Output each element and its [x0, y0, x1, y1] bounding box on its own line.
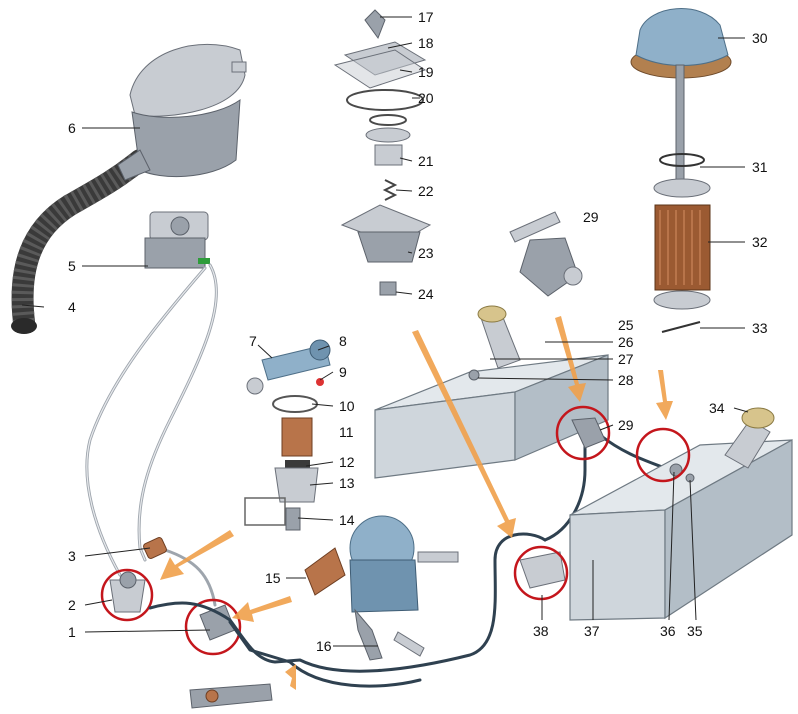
callout-35: 35 — [687, 623, 703, 639]
callout-18: 18 — [418, 35, 434, 51]
callout-9: 9 — [339, 364, 347, 380]
fuel-tap — [509, 211, 583, 297]
filter-cartridge-exploded — [630, 8, 732, 333]
callout-16: 16 — [316, 638, 332, 654]
highlight-circle — [184, 598, 242, 656]
callout-30: 30 — [752, 30, 768, 46]
callout-13: 13 — [339, 475, 355, 491]
callout-36: 36 — [660, 623, 676, 639]
callout-7: 7 — [249, 333, 257, 349]
callout-17: 17 — [418, 9, 434, 25]
callout-8: 8 — [339, 333, 347, 349]
tap-installed — [555, 405, 611, 461]
fine-fuel-filter — [100, 568, 154, 622]
sediment-filter-exploded — [333, 9, 432, 296]
callout-14: 14 — [339, 512, 355, 528]
callout-32: 32 — [752, 234, 768, 250]
highlight-circle — [100, 568, 154, 622]
callout-21: 21 — [418, 153, 434, 169]
callout-23: 23 — [418, 245, 434, 261]
callout-24: 24 — [418, 286, 434, 302]
callout-29: 29 — [618, 417, 634, 433]
pump-parts-stack — [244, 339, 331, 531]
fuel-pump — [304, 515, 459, 661]
tank-fitting-installed — [635, 427, 691, 483]
callout-37: 37 — [584, 623, 600, 639]
callout-labels: 1 2 3 4 5 6 7 8 9 10 11 12 13 14 15 16 1… — [68, 9, 768, 654]
callout-2: 2 — [68, 597, 76, 613]
callout-4: 4 — [68, 299, 76, 315]
highlight-circle — [555, 405, 611, 461]
callout-38: 38 — [533, 623, 549, 639]
callout-26: 26 — [618, 334, 634, 350]
supply-hoses — [85, 263, 218, 607]
highlight-circle — [635, 427, 691, 483]
tee-valve — [184, 598, 242, 656]
fuel-tank-right — [569, 407, 793, 621]
callout-3: 3 — [68, 548, 76, 564]
callout-28: 28 — [618, 372, 634, 388]
callout-6: 6 — [68, 120, 76, 136]
callout-5: 5 — [68, 258, 76, 274]
callout-33: 33 — [752, 320, 768, 336]
callout-15: 15 — [265, 570, 281, 586]
callout-29-tap: 29 — [583, 209, 599, 225]
fuel-tank-left — [374, 305, 609, 479]
callout-22: 22 — [418, 183, 434, 199]
leader-lines — [21, 16, 749, 647]
callout-10: 10 — [339, 398, 355, 414]
callout-12: 12 — [339, 454, 355, 470]
callout-34: 34 — [709, 400, 725, 416]
sediment-filter-installed — [513, 545, 569, 601]
callout-25: 25 — [618, 317, 634, 333]
callout-27: 27 — [618, 351, 634, 367]
carburettor — [144, 211, 210, 269]
callout-20: 20 — [418, 90, 434, 106]
highlight-circle — [513, 545, 569, 601]
air-filter-housing — [11, 43, 247, 334]
callout-11: 11 — [339, 424, 354, 440]
callout-1: 1 — [68, 624, 76, 640]
callout-31: 31 — [752, 159, 768, 175]
callout-19: 19 — [418, 64, 434, 80]
